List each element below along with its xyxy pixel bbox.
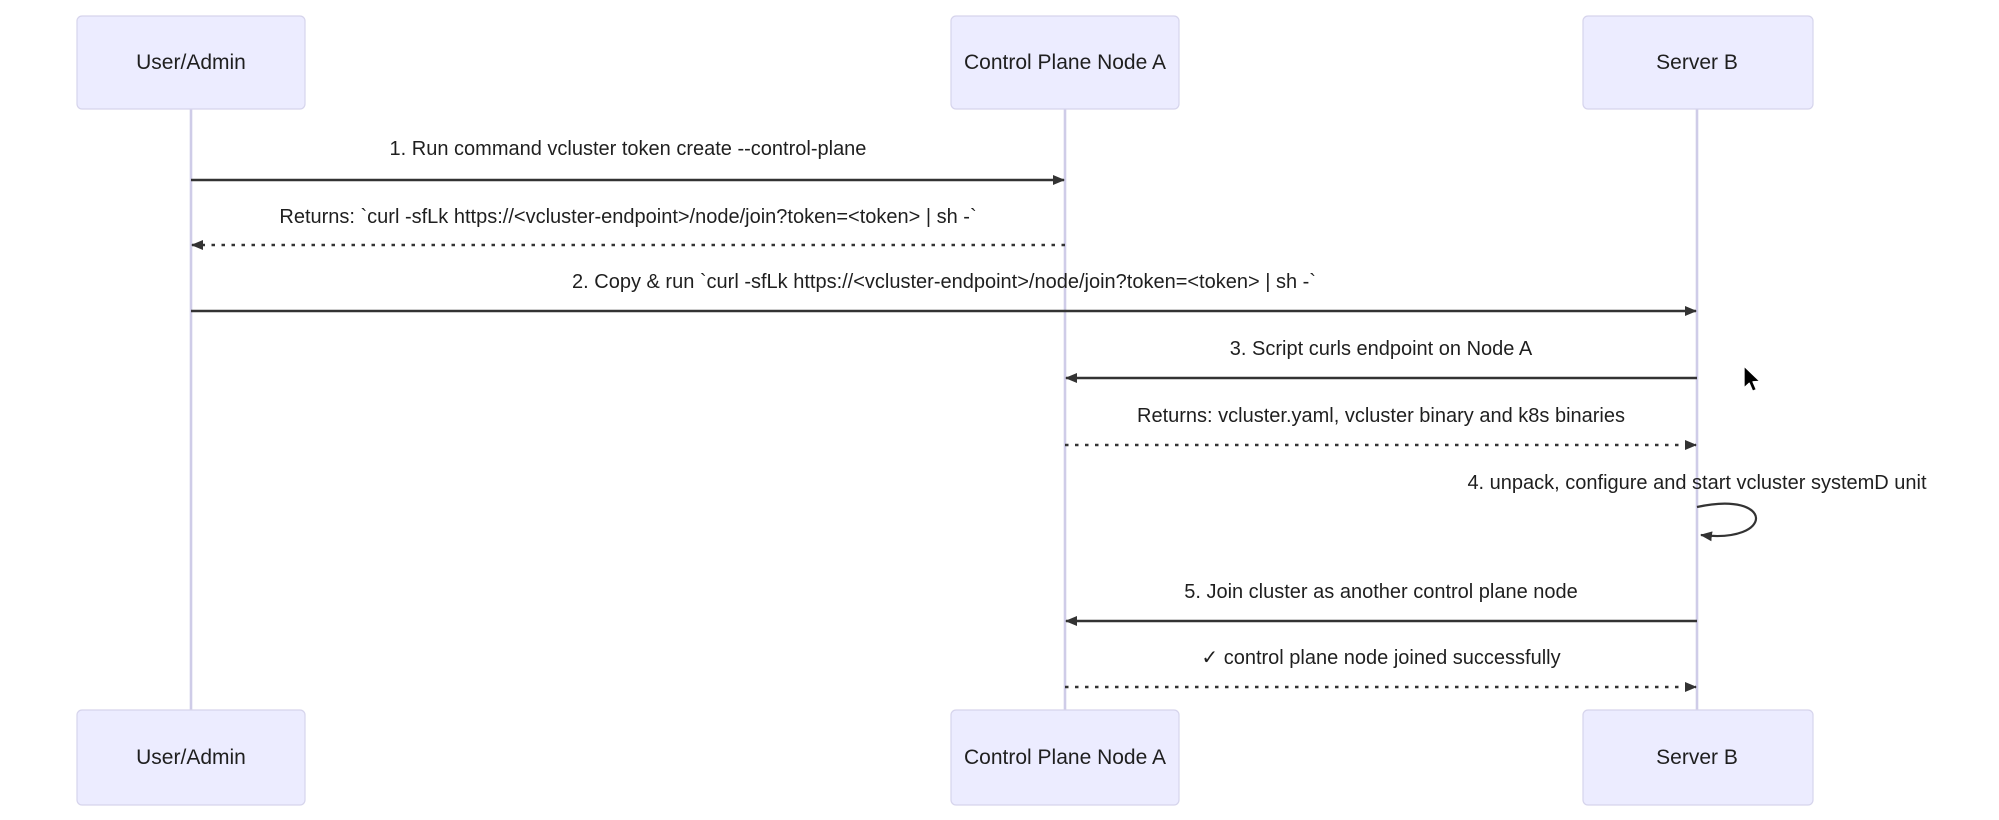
actor-label-serverb-bottom: Server B — [1656, 746, 1738, 769]
actor-label-cpa-bottom: Control Plane Node A — [964, 746, 1166, 769]
message-label-2: Returns: `curl -sfLk https://<vcluster-e… — [279, 206, 976, 228]
actor-box-serverb-top[interactable] — [1582, 15, 1814, 110]
message-label-1: 1. Run command vcluster token create --c… — [390, 138, 867, 160]
actor-label-cpa-top: Control Plane Node A — [964, 51, 1166, 74]
message-label-8: ✓ control plane node joined successfully — [1201, 647, 1560, 669]
message-label-3: 2. Copy & run `curl -sfLk https://<vclus… — [572, 271, 1316, 293]
actors-bottom-group: User/Admin Control Plane Node A Server B — [76, 709, 1814, 806]
message-label-4: 3. Script curls endpoint on Node A — [1230, 338, 1533, 360]
actor-box-serverb-bottom[interactable] — [1582, 709, 1814, 806]
actor-label-serverb-top: Server B — [1656, 51, 1738, 74]
message-label-6: 4. unpack, configure and start vcluster … — [1467, 472, 1927, 494]
messages-group: 1. Run command vcluster token create --c… — [191, 138, 1927, 692]
actor-label-user-top: User/Admin — [136, 51, 246, 74]
actor-box-cpa-bottom[interactable] — [950, 709, 1180, 806]
message-self-loop-6[interactable] — [1696, 502, 1757, 542]
actor-box-user-top[interactable] — [76, 15, 306, 110]
message-label-7: 5. Join cluster as another control plane… — [1184, 581, 1578, 603]
actor-label-user-bottom: User/Admin — [136, 746, 246, 769]
message-label-5: Returns: vcluster.yaml, vcluster binary … — [1137, 405, 1625, 427]
actor-box-cpa-top[interactable] — [950, 15, 1180, 110]
actor-box-user-bottom[interactable] — [76, 709, 306, 806]
lifelines-group — [189, 109, 1699, 710]
actors-top-group: User/Admin Control Plane Node A Server B — [76, 15, 1814, 110]
